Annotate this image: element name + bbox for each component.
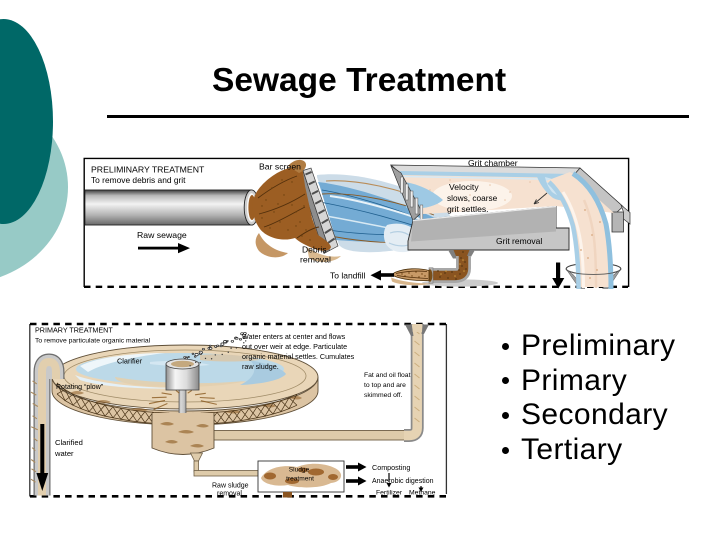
svg-text:To remove debris and grit: To remove debris and grit xyxy=(91,175,186,185)
svg-text:to top and are: to top and are xyxy=(364,382,406,389)
svg-text:out over weir at edge. Particu: out over weir at edge. Particulate xyxy=(242,342,347,351)
svg-text:Grit removal: Grit removal xyxy=(496,236,542,246)
svg-text:Anaerobic digestion: Anaerobic digestion xyxy=(372,478,434,485)
svg-text:Raw sewage: Raw sewage xyxy=(137,230,187,240)
svg-text:water: water xyxy=(54,449,74,458)
svg-text:PRELIMINARY TREATMENT: PRELIMINARY TREATMENT xyxy=(91,165,205,175)
svg-text:Sludge: Sludge xyxy=(289,467,310,474)
svg-text:grit settles.: grit settles. xyxy=(447,204,489,214)
svg-text:Water enters at center and flo: Water enters at center and flows xyxy=(242,332,346,341)
svg-text:To remove particulate organic: To remove particulate organic material xyxy=(35,338,151,345)
svg-text:Clarified: Clarified xyxy=(55,438,83,447)
svg-text:PRIMARY TREATMENT: PRIMARY TREATMENT xyxy=(35,326,113,335)
svg-text:treatment: treatment xyxy=(286,476,314,483)
svg-text:Grit chamber: Grit chamber xyxy=(468,158,518,168)
svg-text:organic material settles. Cumu: organic material settles. Cumulates xyxy=(242,352,355,361)
svg-text:Debris: Debris xyxy=(302,245,327,255)
svg-text:slows, coarse: slows, coarse xyxy=(447,193,498,203)
svg-text:Raw sludge: Raw sludge xyxy=(212,483,249,490)
svg-text:removal: removal xyxy=(300,255,331,265)
svg-text:removal: removal xyxy=(217,491,242,498)
svg-text:skimmed off.: skimmed off. xyxy=(364,392,403,399)
svg-text:raw sludge.: raw sludge. xyxy=(242,362,279,371)
svg-text:Fat and oil float: Fat and oil float xyxy=(364,372,411,379)
svg-text:Clarifier: Clarifier xyxy=(117,357,143,366)
svg-text:Bar screen: Bar screen xyxy=(259,162,301,172)
svg-text:Methane: Methane xyxy=(409,490,436,497)
svg-text:Rotating “plow”: Rotating “plow” xyxy=(56,384,104,391)
svg-text:Fertilizer: Fertilizer xyxy=(376,490,403,497)
svg-text:Composting: Composting xyxy=(372,463,410,472)
svg-text:Velocity: Velocity xyxy=(449,182,479,192)
svg-text:To landfill: To landfill xyxy=(330,271,366,281)
